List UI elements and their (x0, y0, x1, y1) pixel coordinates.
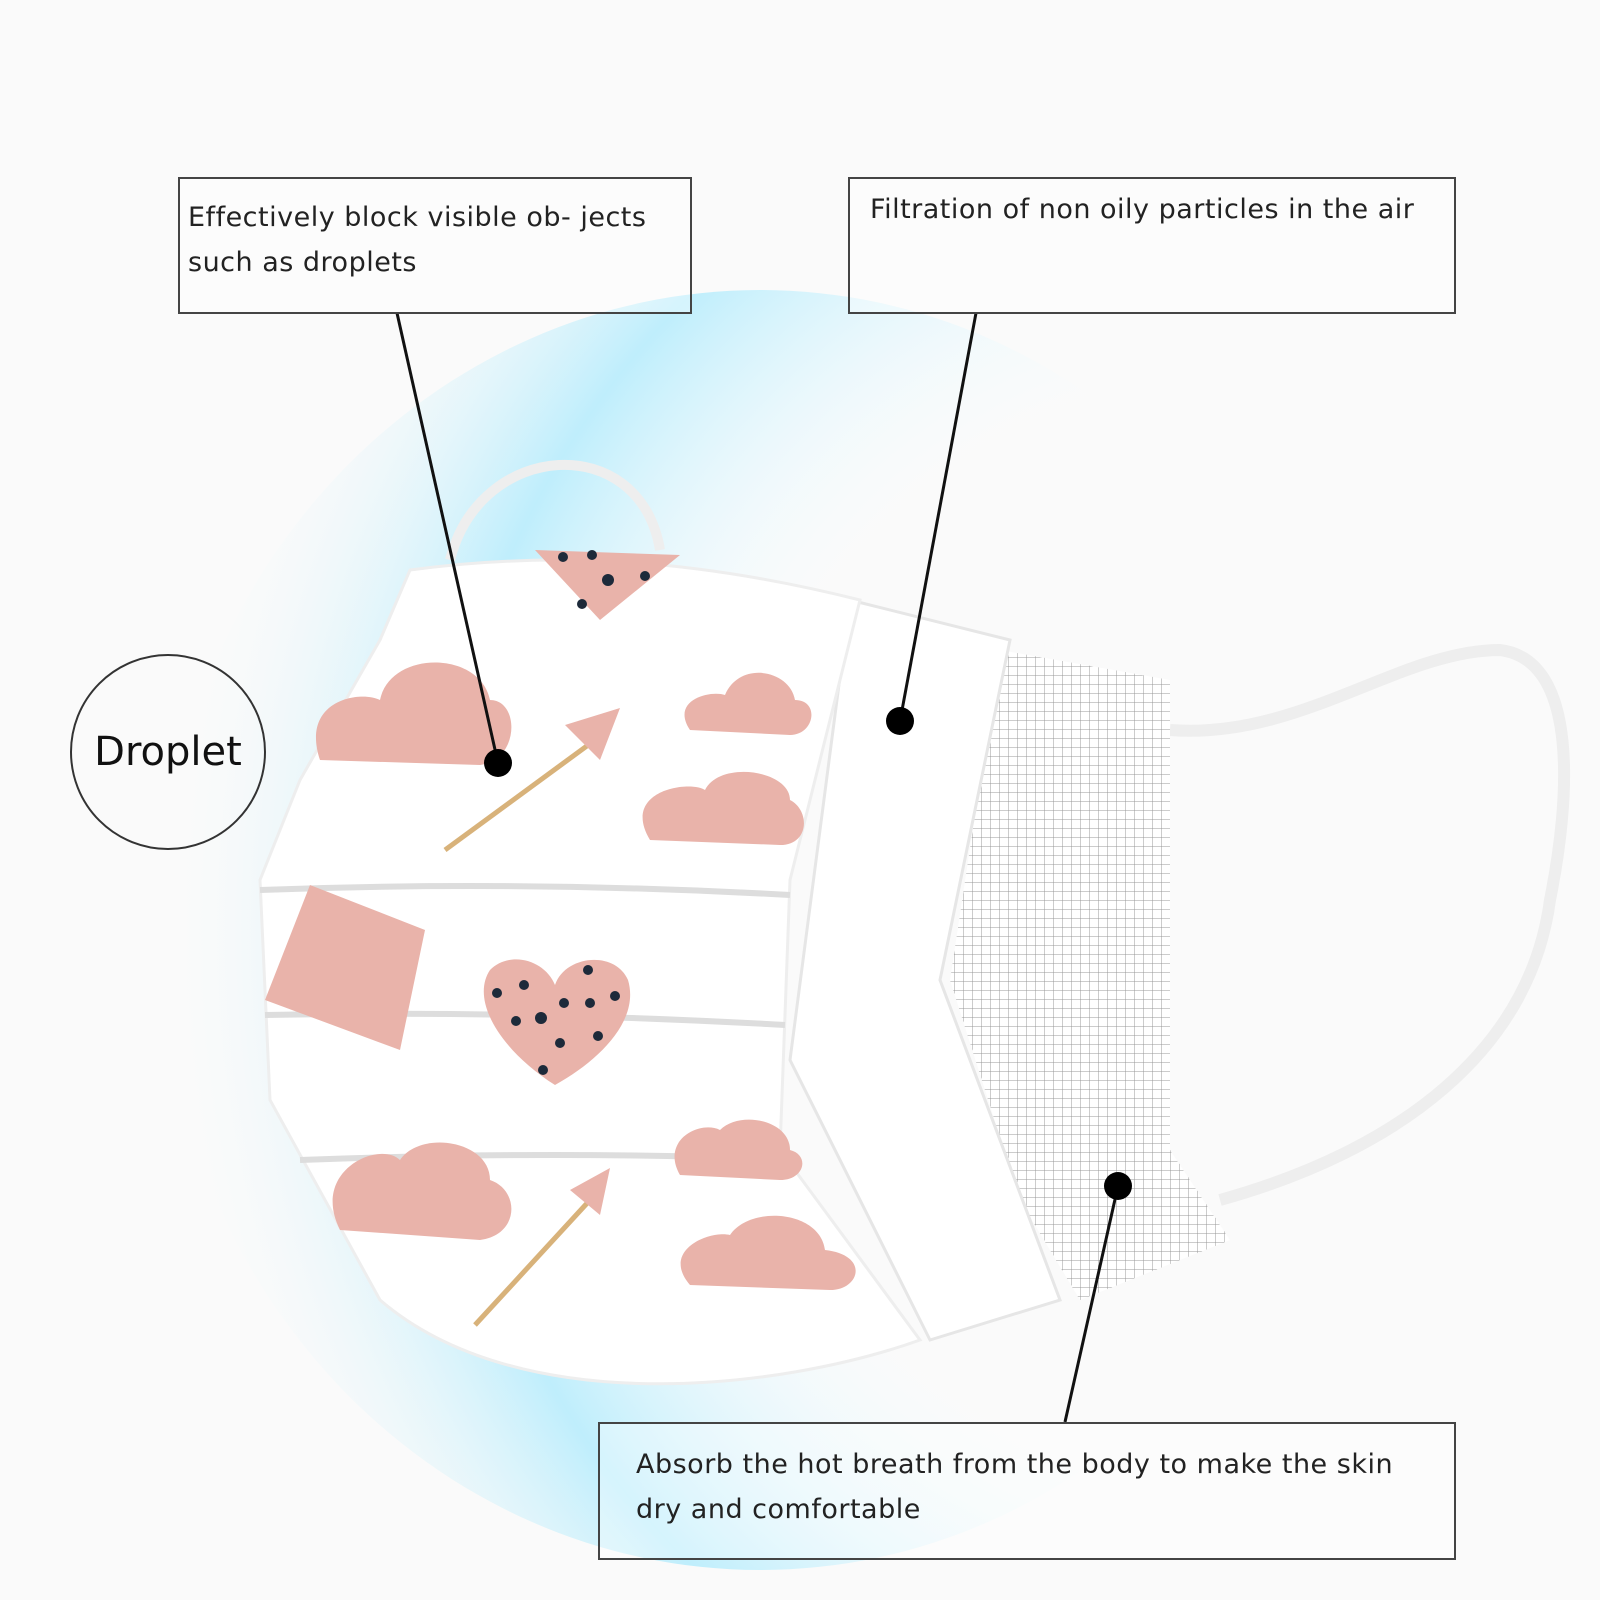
callout-text: Absorb the hot breath from the body to m… (636, 1449, 1394, 1525)
callout-middle-layer: Filtration of non oily particles in the … (848, 177, 1456, 314)
leader-line-outer (395, 312, 500, 764)
envelope (265, 885, 425, 1050)
cloud (680, 1215, 856, 1290)
callout-inner-layer: Absorb the hot breath from the body to m… (598, 1422, 1456, 1560)
heart-dots (492, 550, 650, 1075)
arrows (443, 737, 597, 1327)
leader-line-middle (898, 312, 978, 722)
ear-loop-top (445, 459, 665, 562)
arrowhead (565, 708, 620, 760)
cloud (315, 662, 512, 765)
leader-line-inner (1063, 1185, 1120, 1423)
heart (483, 959, 631, 1085)
cloud (332, 1142, 512, 1240)
arrowhead (570, 1168, 610, 1215)
droplet-label-circle: Droplet (70, 654, 266, 850)
droplet-label: Droplet (94, 729, 242, 775)
ear-loop-right (1169, 643, 1571, 1206)
marker-dot-middle (886, 707, 914, 735)
cloud (674, 1119, 803, 1180)
callout-outer-layer: Effectively block visible ob- jects such… (178, 177, 692, 314)
middle-layer (788, 598, 1062, 1342)
marker-dot-inner (1104, 1172, 1132, 1200)
inner-layer (950, 650, 1230, 1300)
cloud (684, 672, 812, 735)
marker-dot-outer (484, 749, 512, 777)
callout-text: Filtration of non oily particles in the … (870, 194, 1415, 225)
cloud (642, 771, 804, 845)
callout-text: Effectively block visible ob- jects such… (188, 202, 647, 278)
